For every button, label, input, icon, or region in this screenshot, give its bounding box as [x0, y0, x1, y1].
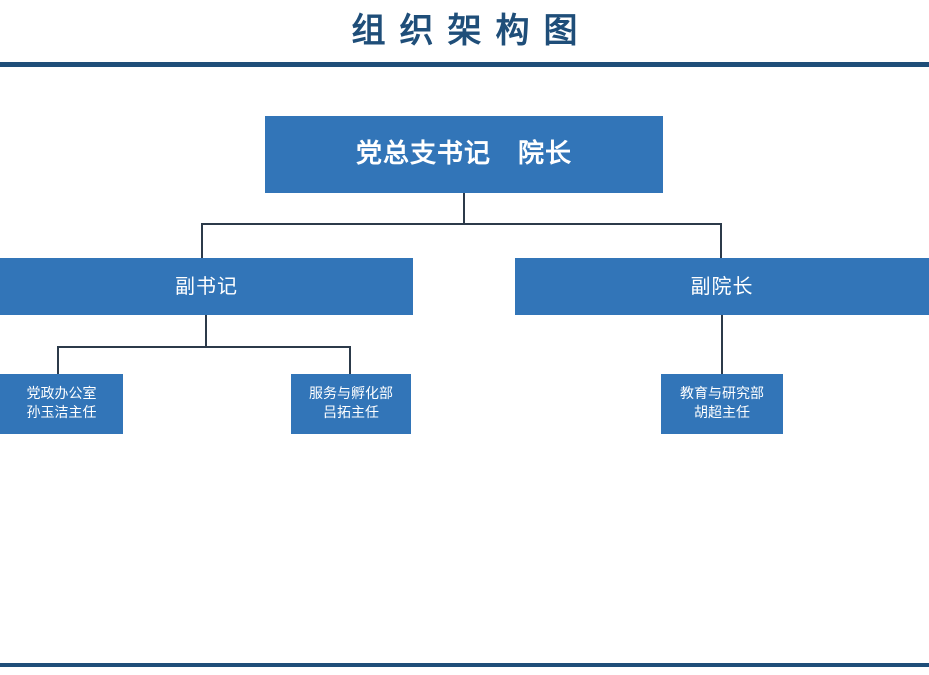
org-node-root-label: 党总支书记 院长: [355, 138, 572, 169]
connector-left-branch-bar: [57, 346, 351, 348]
page-title: 组织架构图: [351, 11, 592, 51]
org-node-service-incubation-dept[interactable]: 服务与孵化部 吕拓主任: [291, 374, 411, 434]
header-divider-top: [0, 62, 929, 67]
connector-root-stem: [463, 193, 465, 225]
connector-level2-left-drop: [201, 223, 203, 258]
org-node-party-admin-office[interactable]: 党政办公室 孙玉洁主任: [0, 374, 123, 434]
connector-left-branch-drop-b: [349, 346, 351, 374]
org-node-deputy-dean[interactable]: 副院长: [515, 258, 929, 315]
footer-divider-bottom: [0, 663, 929, 667]
org-node-root[interactable]: 党总支书记 院长: [265, 116, 663, 193]
org-node-service-incubation-dept-person: 吕拓主任: [323, 404, 379, 421]
connector-level2-bar: [201, 223, 722, 225]
org-node-education-research-dept-person: 胡超主任: [694, 404, 750, 421]
org-node-deputy-dean-label: 副院长: [690, 273, 754, 298]
org-node-deputy-secretary[interactable]: 副书记: [0, 258, 413, 315]
org-node-party-admin-office-person: 孙玉洁主任: [26, 404, 97, 421]
org-node-education-research-dept-department: 教育与研究部: [680, 385, 764, 402]
org-node-deputy-secretary-label: 副书记: [175, 273, 238, 298]
connector-level2-right-drop: [720, 223, 722, 258]
org-node-service-incubation-dept-department: 服务与孵化部: [309, 385, 393, 402]
org-node-party-admin-office-department: 党政办公室: [26, 385, 97, 402]
connector-left-branch-stem: [205, 315, 207, 347]
connector-left-branch-drop-a: [57, 346, 59, 374]
org-node-education-research-dept[interactable]: 教育与研究部 胡超主任: [661, 374, 783, 434]
connector-right-branch-stem: [721, 315, 723, 374]
